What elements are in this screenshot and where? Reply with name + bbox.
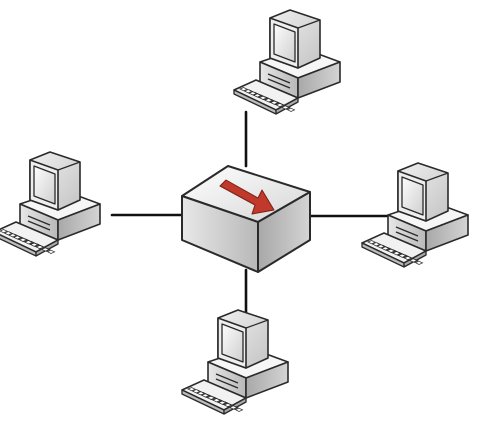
computer-left [0,151,101,257]
arrow-right-icon [219,179,275,215]
desktop-computer-icon [181,309,289,415]
computer-right [361,162,469,268]
desktop-computer-icon [233,9,341,115]
connection-lines [110,110,406,320]
network-switch [181,165,311,273]
computer-nodes [0,9,469,415]
computer-top [233,9,341,115]
network-switch-icon [181,165,311,273]
desktop-computer-icon [0,151,101,257]
desktop-computer-icon [361,162,469,268]
computer-bottom [181,309,289,415]
